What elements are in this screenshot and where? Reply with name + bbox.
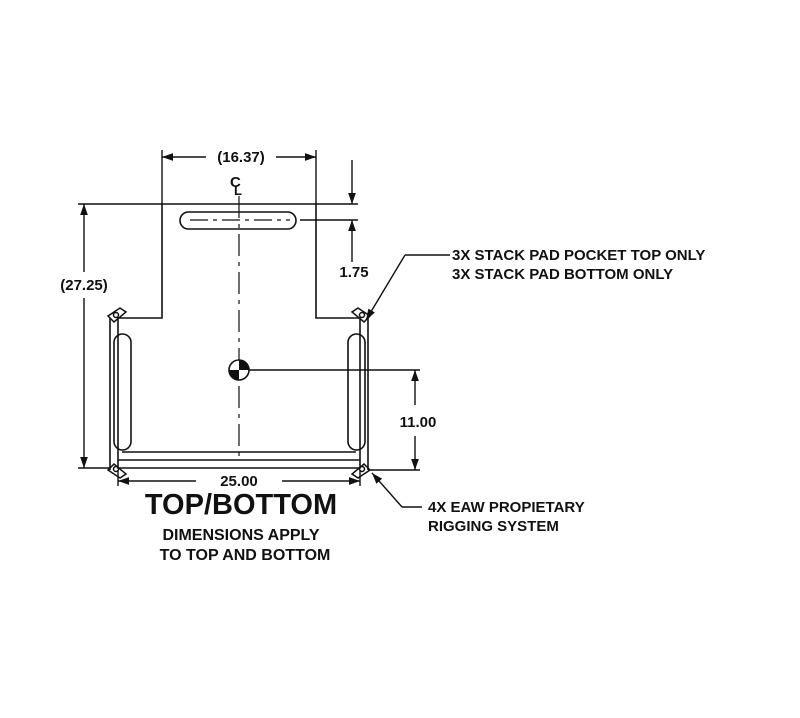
view-subtitle-line2: TO TOP AND BOTTOM: [160, 547, 331, 564]
stack-pad-leader: [365, 254, 450, 321]
dim-top-width: [161, 150, 317, 204]
dim-center-height-label: 11.00: [400, 414, 437, 431]
dim-bottom-width: [117, 470, 361, 486]
left-slot: [113, 333, 132, 451]
rigging-callout-line1: 4X EAW PROPIETARY: [428, 499, 585, 516]
view-title: TOP/BOTTOM: [145, 489, 337, 521]
rigging-leader: [371, 472, 422, 508]
dim-pocket-offset: [300, 160, 358, 262]
stack-pad-callout-line2: 3X STACK PAD BOTTOM ONLY: [452, 266, 673, 283]
dim-overall-height: [78, 203, 162, 469]
top-slot: [179, 211, 297, 230]
rigging-fittings: [106, 307, 372, 479]
dim-top-width-label: (16.37): [217, 149, 265, 166]
centerline-symbol-c: C: [230, 174, 241, 191]
dim-overall-height-label: (27.25): [60, 277, 108, 294]
stack-pad-pockets: [113, 211, 366, 451]
dim-pocket-offset-label: 1.75: [339, 264, 368, 281]
stack-pad-callout-line1: 3X STACK PAD POCKET TOP ONLY: [452, 247, 705, 264]
dim-bottom-width-label: 25.00: [220, 473, 258, 490]
center-point: [228, 359, 250, 381]
dim-center-height: [249, 369, 420, 471]
right-slot: [347, 333, 366, 451]
centerline-symbol-l: L: [234, 183, 242, 198]
view-subtitle-line1: DIMENSIONS APPLY: [162, 527, 319, 544]
centerline: [190, 196, 290, 462]
rigging-callout-line2: RIGGING SYSTEM: [428, 518, 559, 535]
